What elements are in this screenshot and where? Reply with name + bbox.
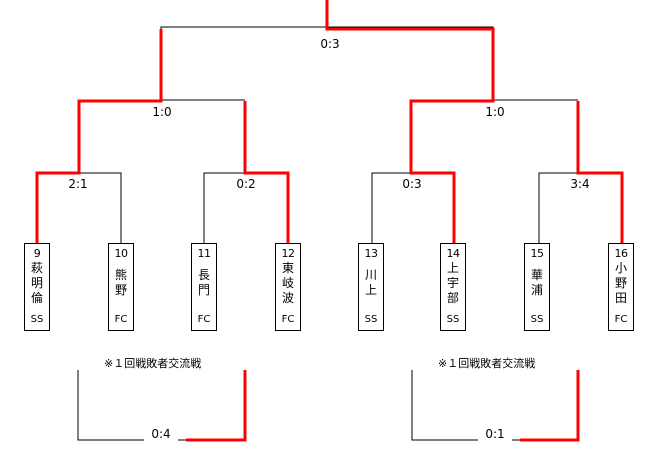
team-name: 川 上 [364, 268, 377, 297]
team-suffix: FC [614, 314, 628, 325]
team-box-16: 16 小 野 田 FC [608, 243, 634, 331]
team-box-12: 12 東 岐 波 FC [275, 243, 301, 331]
team-number: 12 [281, 247, 296, 260]
team-box-14: 14 上 宇 部 SS [440, 243, 466, 331]
team-number: 9 [33, 247, 41, 260]
consolation-label-right: ※１回戦敗者交流戦 [438, 357, 536, 370]
team-box-13: 13 川 上 SS [358, 243, 384, 331]
bracket-black-lines [37, 26, 622, 441]
team-number: 15 [530, 247, 545, 260]
team-name: 熊 野 [114, 268, 127, 297]
team-suffix: SS [364, 314, 378, 325]
score-semifinal-right: 1:0 [485, 105, 504, 119]
team-suffix: SS [530, 314, 544, 325]
team-name: 萩 明 倫 [30, 261, 43, 305]
score-semifinal-left: 1:0 [152, 105, 171, 119]
team-number: 11 [197, 247, 212, 260]
team-box-9: 9 萩 明 倫 SS [24, 243, 50, 331]
team-suffix: FC [197, 314, 211, 325]
team-suffix: SS [446, 314, 460, 325]
team-name: 上 宇 部 [446, 261, 459, 305]
score-consolation-right: 0:1 [485, 427, 504, 441]
team-suffix: FC [114, 314, 128, 325]
team-box-11: 11 長 門 FC [191, 243, 217, 331]
team-number: 14 [446, 247, 461, 260]
team-box-10: 10 熊 野 FC [108, 243, 134, 331]
team-suffix: SS [30, 314, 44, 325]
team-name: 華 浦 [530, 268, 543, 297]
team-number: 16 [614, 247, 629, 260]
score-r1-match-4: 3:4 [570, 177, 589, 191]
bracket-winner-lines [35, 0, 624, 442]
team-name: 小 野 田 [614, 261, 627, 305]
score-r1-match-1: 2:1 [68, 177, 87, 191]
consolation-label-left: ※１回戦敗者交流戦 [104, 357, 202, 370]
team-name: 東 岐 波 [281, 261, 294, 305]
team-suffix: FC [281, 314, 295, 325]
team-box-15: 15 華 浦 SS [524, 243, 550, 331]
score-consolation-left: 0:4 [151, 427, 170, 441]
team-number: 13 [364, 247, 379, 260]
score-r1-match-3: 0:3 [402, 177, 421, 191]
team-name: 長 門 [197, 268, 210, 297]
score-final: 0:3 [320, 37, 339, 51]
score-r1-match-2: 0:2 [236, 177, 255, 191]
team-number: 10 [114, 247, 129, 260]
